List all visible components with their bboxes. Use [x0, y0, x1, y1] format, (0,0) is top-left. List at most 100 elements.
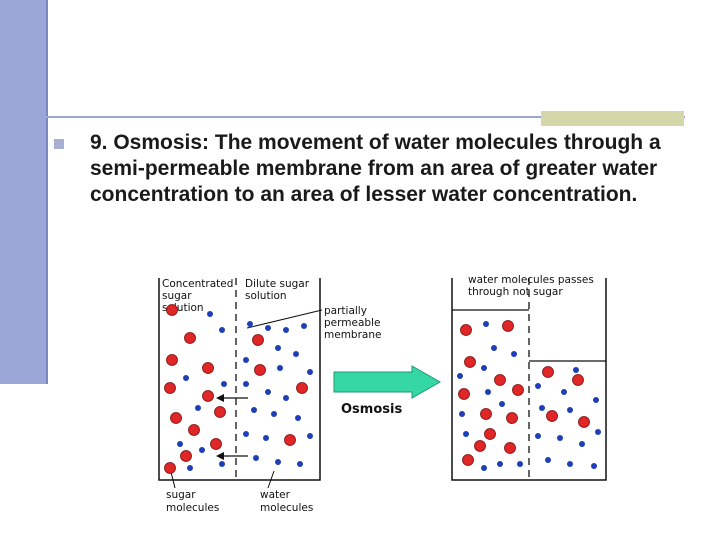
slide-side-bar [0, 0, 48, 384]
water-molecule [595, 429, 601, 435]
label-passes-2: through not sugar [468, 286, 563, 298]
left-beaker [158, 278, 321, 481]
bullet-text: 9. Osmosis: The movement of water molecu… [90, 131, 661, 206]
sugar-molecule [484, 428, 496, 440]
water-molecule [301, 323, 307, 329]
osmosis-arrow-label: Osmosis [341, 402, 402, 417]
water-molecule [307, 433, 313, 439]
water-molecule [195, 405, 201, 411]
label-sugar-molecules-2: molecules [166, 502, 219, 514]
water-molecule [545, 457, 551, 463]
right-beaker [451, 278, 607, 481]
sugar-molecule [188, 424, 200, 436]
water-molecule [207, 311, 213, 317]
label-membrane-2: permeable [324, 317, 380, 329]
water-molecule [221, 381, 227, 387]
sugar-molecule [504, 442, 516, 454]
water-molecule [483, 321, 489, 327]
water-molecule [517, 461, 523, 467]
water-molecule [535, 433, 541, 439]
sugar-molecule [462, 454, 474, 466]
water-molecule [295, 415, 301, 421]
sugar-molecule [164, 382, 176, 394]
sugar-molecule [166, 304, 178, 316]
molecules-after [457, 320, 601, 471]
water-molecule [499, 401, 505, 407]
membrane-pointer [246, 309, 323, 329]
sugar-molecule [180, 450, 192, 462]
water-molecule [199, 447, 205, 453]
title-divider [30, 116, 685, 118]
sugar-molecule [254, 364, 266, 376]
water-molecule [481, 465, 487, 471]
molecules-before [164, 304, 313, 474]
osmosis-diagram: Concentrated sugar solution Dilute sugar… [150, 268, 620, 530]
water-molecule [593, 397, 599, 403]
flow-arrow-upper [216, 394, 248, 402]
water-molecule [187, 465, 193, 471]
water-molecule [263, 435, 269, 441]
water-molecule [457, 373, 463, 379]
water-molecule [265, 389, 271, 395]
water-molecule [271, 411, 277, 417]
water-molecule [283, 395, 289, 401]
water-molecule [265, 325, 271, 331]
water-molecule [463, 431, 469, 437]
water-molecule [283, 327, 289, 333]
sugar-molecule [284, 434, 296, 446]
water-molecule [307, 369, 313, 375]
sugar-molecule [572, 374, 584, 386]
sugar-molecule [506, 412, 518, 424]
water-pointer [267, 470, 275, 489]
flow-arrow-lower [216, 452, 248, 460]
label-membrane: partially [324, 305, 367, 317]
water-molecule [183, 375, 189, 381]
label-concentrated-2: sugar [162, 290, 192, 302]
water-molecule [275, 345, 281, 351]
label-dilute: Dilute sugar [245, 278, 310, 290]
sugar-molecule [460, 324, 472, 336]
sugar-molecule [502, 320, 514, 332]
water-molecule [219, 327, 225, 333]
sugar-molecule [474, 440, 486, 452]
label-concentrated: Concentrated [162, 278, 233, 290]
water-molecule [567, 407, 573, 413]
sugar-molecule [202, 362, 214, 374]
sugar-molecule [458, 388, 470, 400]
sugar-molecule [252, 334, 264, 346]
sugar-molecule [202, 390, 214, 402]
sugar-molecule [512, 384, 524, 396]
sugar-molecule [494, 374, 506, 386]
water-molecule [219, 461, 225, 467]
water-molecule [511, 351, 517, 357]
water-molecule [481, 365, 487, 371]
water-molecule [591, 463, 597, 469]
sugar-molecule [184, 332, 196, 344]
sugar-molecule [464, 356, 476, 368]
water-molecule [247, 321, 253, 327]
sugar-molecule [166, 354, 178, 366]
water-molecule [573, 367, 579, 373]
sugar-molecule [214, 406, 226, 418]
water-molecule [293, 351, 299, 357]
water-molecule [277, 365, 283, 371]
water-molecule [253, 455, 259, 461]
divider-accent [541, 111, 684, 126]
water-molecule [459, 411, 465, 417]
sugar-molecule [210, 438, 222, 450]
sugar-molecule [546, 410, 558, 422]
water-molecule [557, 435, 563, 441]
water-molecule [539, 405, 545, 411]
sugar-molecule [296, 382, 308, 394]
label-water-molecules: water [260, 489, 291, 501]
water-molecule [275, 459, 281, 465]
osmosis-arrow [333, 365, 442, 399]
water-molecule [243, 381, 249, 387]
bullet-marker [54, 139, 64, 149]
water-molecule [561, 389, 567, 395]
sugar-molecule [542, 366, 554, 378]
sugar-molecule [480, 408, 492, 420]
label-dilute-2: solution [245, 290, 287, 302]
sugar-molecule [170, 412, 182, 424]
sugar-molecule [578, 416, 590, 428]
